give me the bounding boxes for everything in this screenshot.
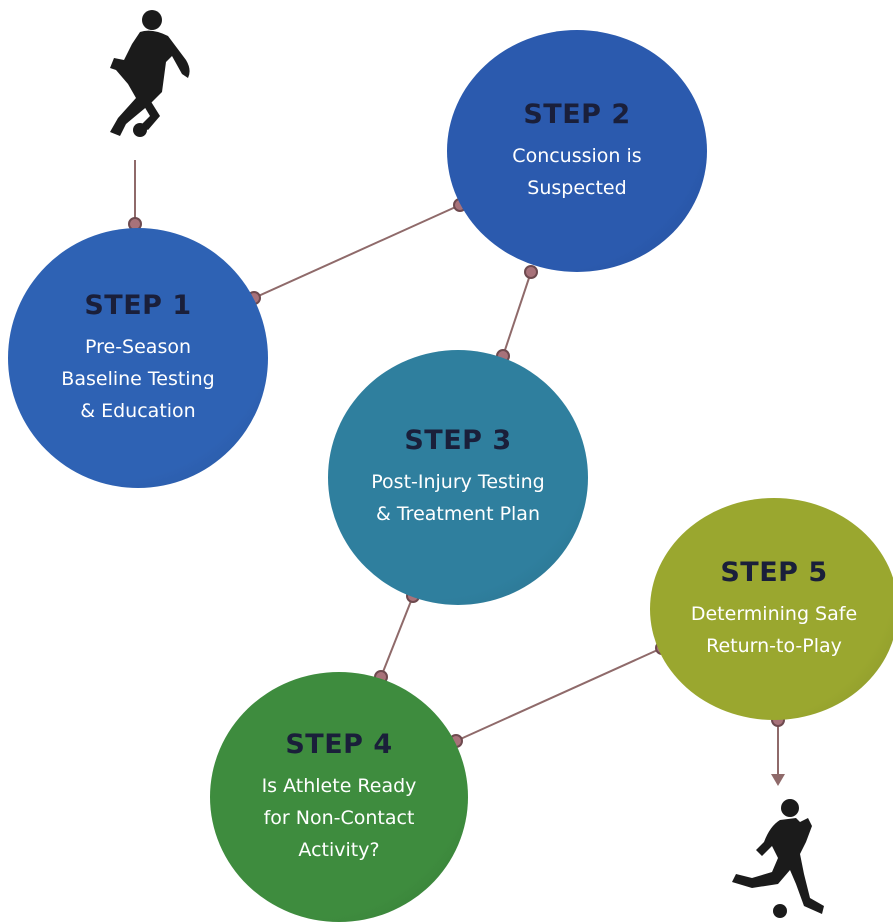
- arrow-down-icon: [771, 774, 785, 786]
- step-5-circle: STEP 5 Determining Safe Return-to-Play: [650, 498, 893, 720]
- step-1-text: Pre-Season Baseline Testing & Education: [61, 331, 214, 427]
- step-1-line: Baseline Testing: [61, 367, 215, 390]
- step-2-line: Suspected: [527, 176, 627, 199]
- step-4-title: STEP 4: [285, 728, 393, 760]
- step-4-line: for Non-Contact: [263, 806, 415, 829]
- step-2-text: Concussion is Suspected: [512, 140, 641, 204]
- step-3-title: STEP 3: [404, 425, 512, 456]
- step-3-line: Post-Injury Testing: [371, 471, 545, 493]
- step-2-title: STEP 2: [523, 98, 631, 130]
- soccer-player-icon: [110, 10, 190, 137]
- step-5-text: Determining Safe Return-to-Play: [691, 598, 857, 662]
- step-4-line: Is Athlete Ready: [261, 774, 417, 797]
- connector-step1-step2: [253, 204, 461, 299]
- step-1-circle: STEP 1 Pre-Season Baseline Testing & Edu…: [8, 228, 268, 488]
- step-1-line: Pre-Season: [84, 335, 192, 358]
- connector-step2-step3: [502, 271, 532, 357]
- step-1-title: STEP 1: [84, 289, 192, 321]
- step-1-line: & Education: [80, 399, 196, 422]
- step-5-title: STEP 5: [720, 556, 828, 588]
- step-4-text: Is Athlete Ready for Non-Contact Activit…: [262, 770, 417, 866]
- soccer-player-kicking-icon: [732, 799, 824, 918]
- step-3-text: Post-Injury Testing & Treatment Plan: [371, 466, 544, 530]
- step-3-line: & Treatment Plan: [376, 503, 540, 525]
- step-3-circle: STEP 3 Post-Injury Testing & Treatment P…: [328, 350, 588, 605]
- step-5-line: Determining Safe: [690, 602, 858, 625]
- connector-step4-step5: [455, 647, 663, 742]
- step-2-circle: STEP 2 Concussion is Suspected: [447, 30, 707, 272]
- step-5-line: Return-to-Play: [706, 634, 842, 657]
- step-4-circle: STEP 4 Is Athlete Ready for Non-Contact …: [210, 672, 468, 922]
- connector-dot: [524, 265, 538, 279]
- connector-step3-step4: [380, 595, 414, 678]
- step-2-line: Concussion is: [512, 144, 642, 167]
- step-4-line: Activity?: [298, 838, 380, 861]
